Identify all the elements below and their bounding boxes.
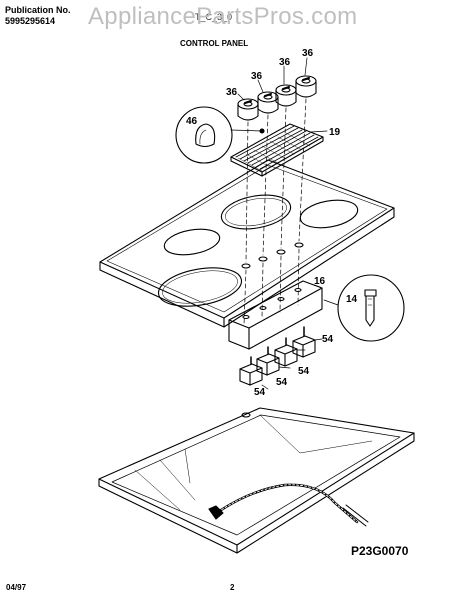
burner-front-left bbox=[157, 267, 243, 307]
switch-2 bbox=[256, 346, 280, 376]
knob-3 bbox=[275, 84, 297, 107]
burner-box bbox=[98, 407, 415, 554]
control-bracket bbox=[228, 280, 323, 350]
watermark: AppliancePartsPros.com bbox=[88, 3, 358, 30]
callout-knob-insert: 46 bbox=[186, 116, 198, 127]
switch-3 bbox=[274, 337, 298, 367]
infinite-switches bbox=[239, 326, 323, 390]
model-number: T_C_3_0 bbox=[195, 12, 233, 22]
burner-back-left bbox=[163, 228, 221, 256]
control-knobs bbox=[237, 57, 317, 326]
callout-switch-c: 54 bbox=[298, 366, 310, 377]
publication-label: Publication No. bbox=[5, 5, 71, 15]
cooktop-panel bbox=[99, 159, 395, 328]
callout-switch-d: 54 bbox=[322, 334, 334, 345]
section-title: CONTROL PANEL bbox=[180, 39, 249, 48]
callout-knob-b: 36 bbox=[251, 71, 263, 82]
vent-grille bbox=[230, 123, 324, 177]
knob-2 bbox=[257, 91, 279, 114]
detail-terminal bbox=[323, 274, 405, 342]
knob-4 bbox=[295, 75, 317, 98]
callout-knob-d: 36 bbox=[302, 48, 314, 59]
knob-1 bbox=[237, 98, 259, 121]
figure-id: P23G0070 bbox=[351, 544, 409, 558]
footer-date: 04/97 bbox=[6, 583, 27, 592]
burner-front-right bbox=[220, 194, 292, 230]
burner-openings bbox=[157, 194, 359, 307]
callout-switch-b: 54 bbox=[276, 377, 288, 388]
switch-1 bbox=[239, 356, 263, 386]
detail-knob-insert bbox=[175, 106, 265, 164]
callout-control-bracket: 16 bbox=[314, 276, 326, 287]
publication-number: 5995295614 bbox=[5, 16, 56, 26]
page-number: 2 bbox=[230, 583, 235, 592]
callout-knob-c: 36 bbox=[279, 57, 291, 68]
burner-back-right bbox=[299, 199, 359, 229]
switch-4 bbox=[292, 326, 316, 358]
callout-knob-a: 36 bbox=[226, 87, 238, 98]
callout-switch-a: 54 bbox=[254, 387, 266, 398]
callout-vent-grille: 19 bbox=[329, 127, 341, 138]
callout-element-terminal: 14 bbox=[346, 294, 358, 305]
